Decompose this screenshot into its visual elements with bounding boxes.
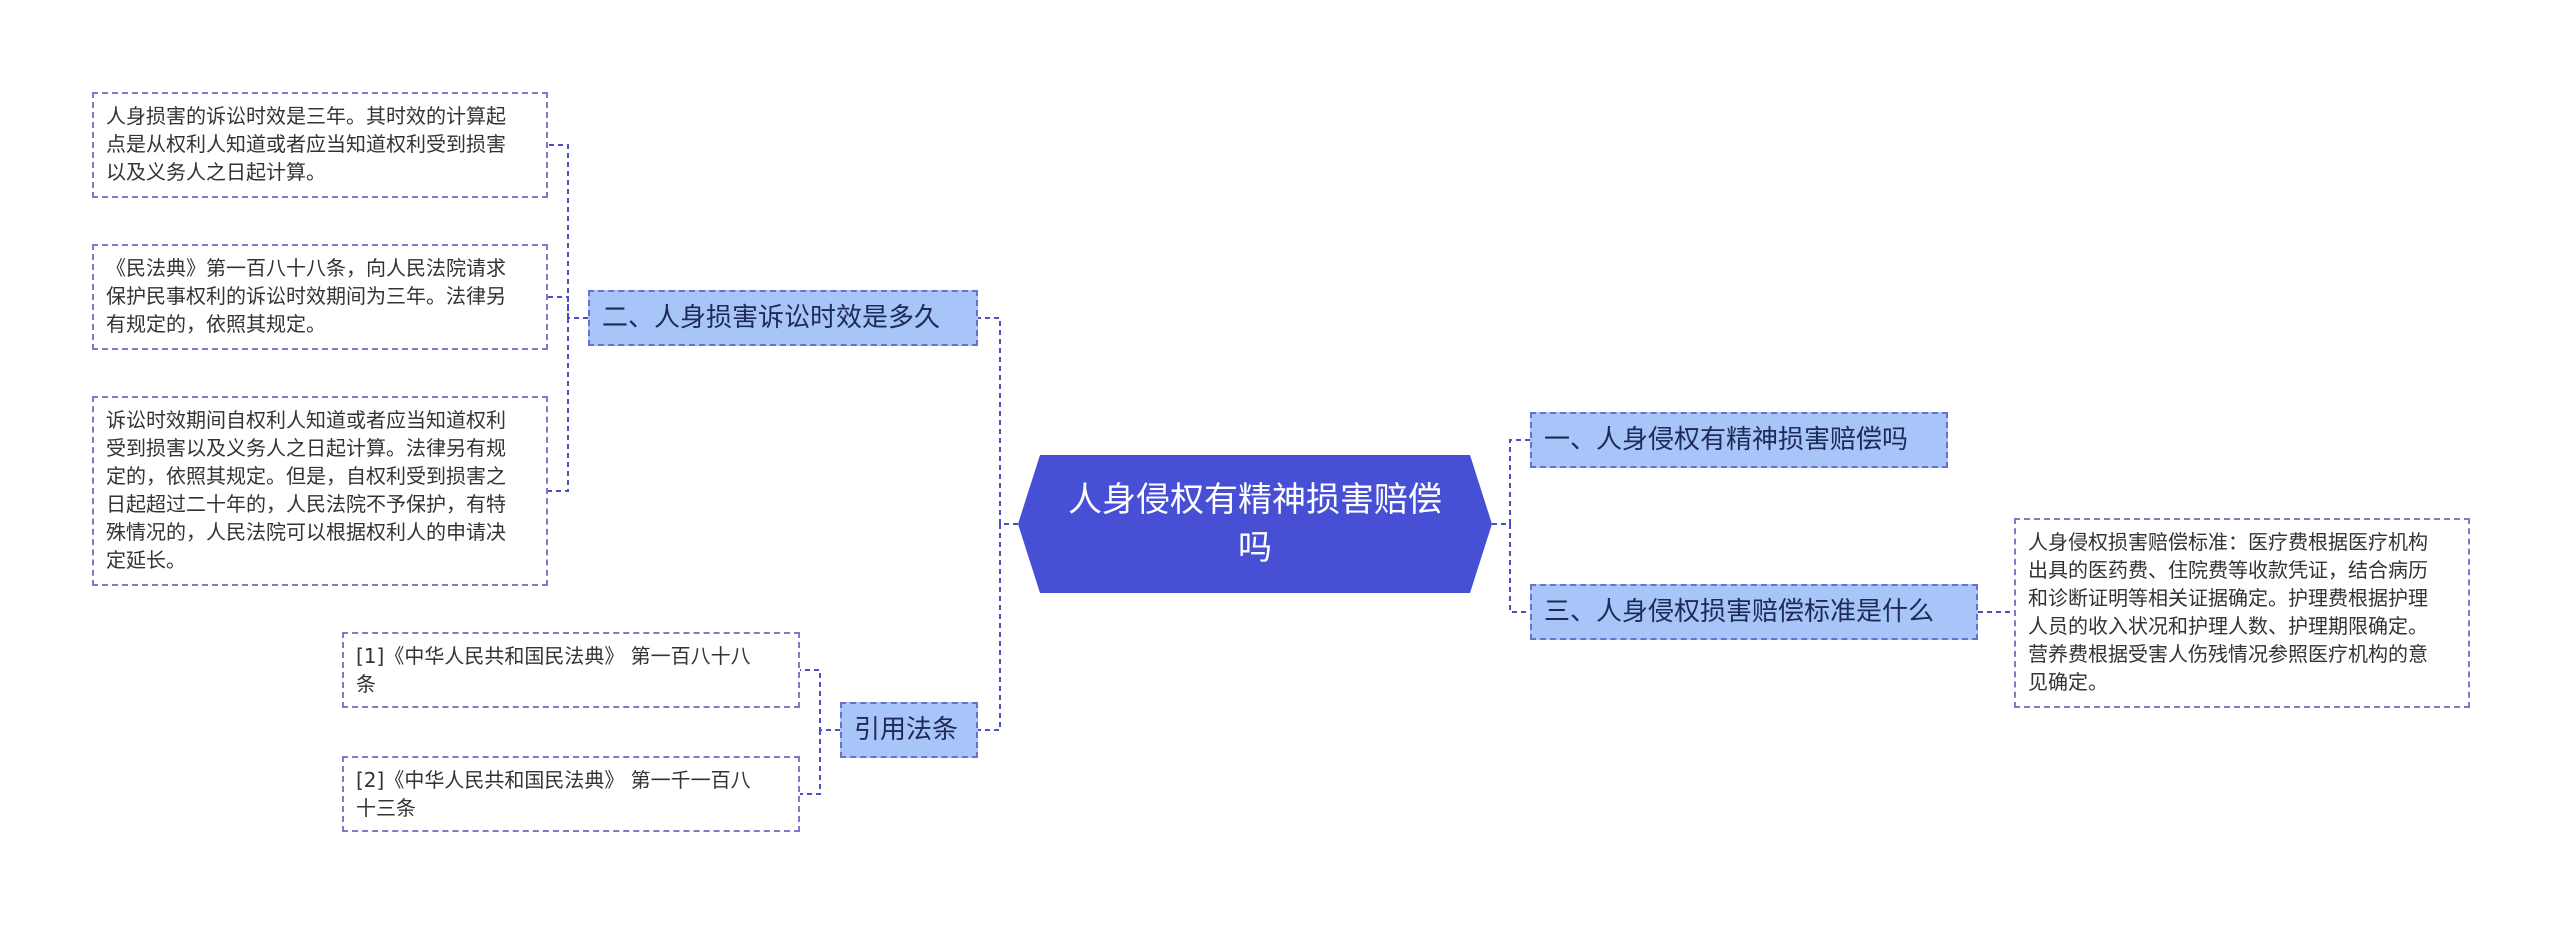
leaf-line: 《民法典》第一百八十八条，向人民法院请求 [106, 256, 506, 280]
leaf-line: 保护民事权利的诉讼时效期间为三年。法律另 [106, 284, 506, 308]
connector-b2-l4 [800, 669, 840, 731]
root-node[interactable]: 人身侵权有精神损害赔偿吗 [1018, 455, 1492, 593]
connector-root-b2 [978, 524, 1001, 731]
connector-b2-l5 [800, 730, 821, 795]
leaf-line: [2]《中华人民共和国民法典》 第一千一百八 [356, 768, 751, 792]
leaf-citation-2[interactable]: [2]《中华人民共和国民法典》 第一千一百八 十三条 [342, 756, 800, 832]
connector-root-b1 [978, 317, 1018, 525]
leaf-line: 条 [356, 672, 376, 696]
branch-compensation-standard[interactable]: 三、人身侵权损害赔偿标准是什么 [1530, 584, 1978, 640]
leaf-limitation-period-details[interactable]: 诉讼时效期间自权利人知道或者应当知道权利 受到损害以及义务人之日起计算。法律另有… [92, 396, 548, 586]
connector-b1-l2 [548, 296, 569, 318]
leaf-compensation-standard-details[interactable]: 人身侵权损害赔偿标准：医疗费根据医疗机构 出具的医药费、住院费等收款凭证，结合病… [2014, 518, 2470, 708]
root-label: 人身侵权有精神损害赔偿吗 [1068, 480, 1442, 568]
leaf-limitation-period-start[interactable]: 人身损害的诉讼时效是三年。其时效的计算起 点是从权利人知道或者应当知道权利受到损… [92, 92, 548, 198]
branch-label: 三、人身侵权损害赔偿标准是什么 [1544, 597, 1935, 627]
leaf-line: 有规定的，依照其规定。 [106, 312, 326, 336]
leaf-line: 以及义务人之日起计算。 [106, 160, 326, 184]
branch-label: 一、人身侵权有精神损害赔偿吗 [1544, 425, 1909, 455]
leaf-citation-1[interactable]: [1]《中华人民共和国民法典》 第一百八十八 条 [342, 632, 800, 708]
leaf-line: 十三条 [356, 796, 416, 820]
leaf-line: 殊情况的，人民法院可以根据权利人的申请决 [106, 520, 506, 544]
leaf-line: 营养费根据受害人伤残情况参照医疗机构的意 [2028, 642, 2428, 666]
connector-b1-l1 [548, 144, 588, 319]
leaf-line: 人身侵权损害赔偿标准：医疗费根据医疗机构 [2028, 530, 2428, 554]
branch-statute-of-limitations[interactable]: 二、人身损害诉讼时效是多久 [588, 290, 978, 346]
leaf-line: 定延长。 [106, 548, 186, 572]
leaf-line: 日起超过二十年的，人民法院不予保护，有特 [106, 492, 506, 516]
leaf-line: 出具的医药费、住院费等收款凭证，结合病历 [2028, 558, 2428, 582]
leaf-line: 人身损害的诉讼时效是三年。其时效的计算起 [106, 104, 506, 128]
leaf-civil-code-article-188[interactable]: 《民法典》第一百八十八条，向人民法院请求 保护民事权利的诉讼时效期间为三年。法律… [92, 244, 548, 350]
connector-root-b3 [1492, 439, 1530, 525]
connector-root-b4 [1509, 524, 1530, 613]
branch-cited-laws[interactable]: 引用法条 [840, 702, 978, 758]
leaf-line: 见确定。 [2028, 670, 2108, 694]
branch-label: 二、人身损害诉讼时效是多久 [602, 303, 941, 333]
branch-mental-damage-compensation[interactable]: 一、人身侵权有精神损害赔偿吗 [1530, 412, 1948, 468]
leaf-line: 和诊断证明等相关证据确定。护理费根据护理 [2028, 586, 2428, 610]
leaf-line: 受到损害以及义务人之日起计算。法律另有规 [106, 436, 506, 460]
leaf-line: 定的，依照其规定。但是，自权利受到损害之 [106, 464, 506, 488]
connector-b1-l3 [548, 318, 569, 492]
leaf-line: 人员的收入状况和护理人数、护理期限确定。 [2028, 614, 2428, 638]
branch-label: 引用法条 [854, 715, 959, 745]
leaf-line: [1]《中华人民共和国民法典》 第一百八十八 [356, 644, 751, 668]
leaf-line: 点是从权利人知道或者应当知道权利受到损害 [106, 132, 506, 156]
leaf-line: 诉讼时效期间自权利人知道或者应当知道权利 [106, 408, 506, 432]
